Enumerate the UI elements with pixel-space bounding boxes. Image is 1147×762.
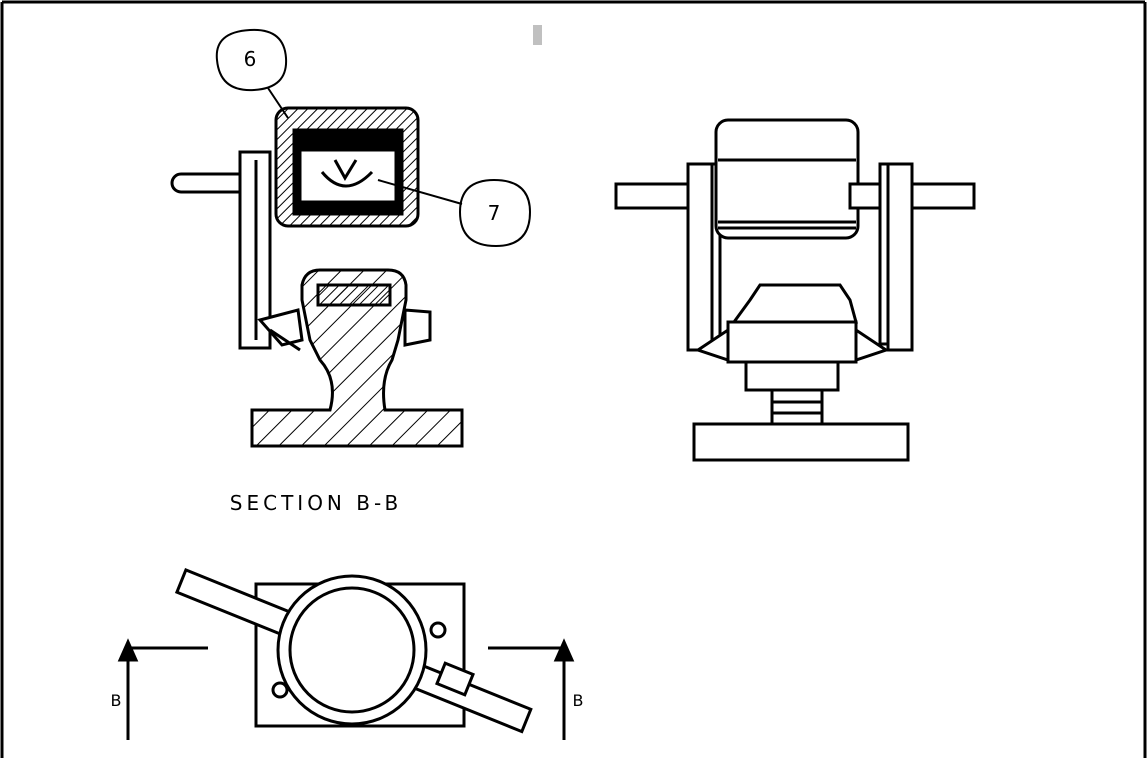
top-marker [533,25,542,45]
section-body [250,268,464,448]
balloon-6-label: 6 [244,47,257,71]
front-left-arm [686,162,714,352]
section-marker-left-letter: B [111,691,122,710]
balloon-7[interactable]: 7 [377,178,532,248]
front-collar [731,283,858,324]
front-view[interactable] [614,118,976,462]
top-inner-ring [288,586,416,714]
balloon-6[interactable]: 6 [215,28,289,119]
front-right-arm [886,162,914,352]
section-view-b-b[interactable] [170,106,464,448]
section-caption: SECTION B-B [230,491,402,515]
balloon-7-label: 7 [488,201,501,225]
section-marker-right[interactable]: B [488,638,584,740]
section-marker-left[interactable]: B [111,638,208,740]
section-marker-right-letter: B [573,691,584,710]
front-base [692,422,910,462]
top-view[interactable] [174,567,533,734]
front-neck [744,360,840,392]
front-cylinder [714,118,860,240]
